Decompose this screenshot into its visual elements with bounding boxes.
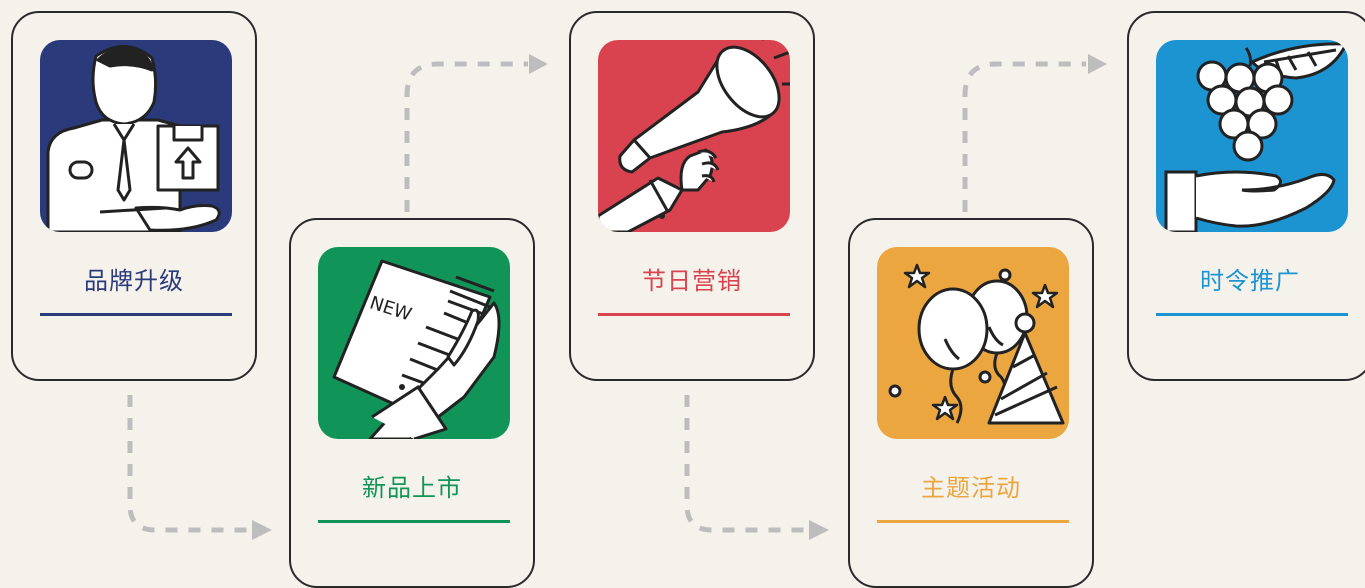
step-underline bbox=[318, 520, 510, 523]
presenter-box-icon bbox=[40, 40, 232, 232]
step-card-brand-upgrade: 品牌升级 bbox=[11, 11, 257, 381]
step-underline bbox=[40, 313, 232, 316]
arrowhead-1-2 bbox=[252, 520, 272, 540]
party-balloons-icon bbox=[877, 247, 1069, 439]
step-card-theme-event: 主题活动 bbox=[848, 218, 1094, 588]
step-underline bbox=[598, 313, 790, 316]
connector-3-4 bbox=[684, 395, 805, 533]
step-label: 新品上市 bbox=[362, 474, 462, 502]
connector-4-5 bbox=[962, 61, 1086, 212]
connector-1-2 bbox=[127, 395, 248, 533]
step-underline bbox=[877, 520, 1069, 523]
megaphone-icon bbox=[598, 40, 790, 232]
step-label: 时令推广 bbox=[1200, 267, 1300, 295]
step-underline bbox=[1156, 313, 1348, 316]
step-card-new-launch: NEW 新品上市 bbox=[289, 218, 535, 588]
grapes-hand-icon bbox=[1156, 40, 1348, 232]
step-label: 品牌升级 bbox=[84, 267, 184, 295]
step-label: 节日营销 bbox=[642, 267, 742, 295]
connector-2-3 bbox=[404, 61, 528, 212]
arrowhead-4-5 bbox=[1088, 54, 1107, 74]
step-card-holiday-marketing: 节日营销 bbox=[569, 11, 815, 381]
step-label: 主题活动 bbox=[921, 474, 1021, 502]
arrowhead-3-4 bbox=[809, 520, 829, 540]
new-document-icon: NEW bbox=[318, 247, 510, 439]
step-card-seasonal-promo: 时令推广 bbox=[1127, 11, 1365, 381]
arrowhead-2-3 bbox=[529, 54, 548, 74]
